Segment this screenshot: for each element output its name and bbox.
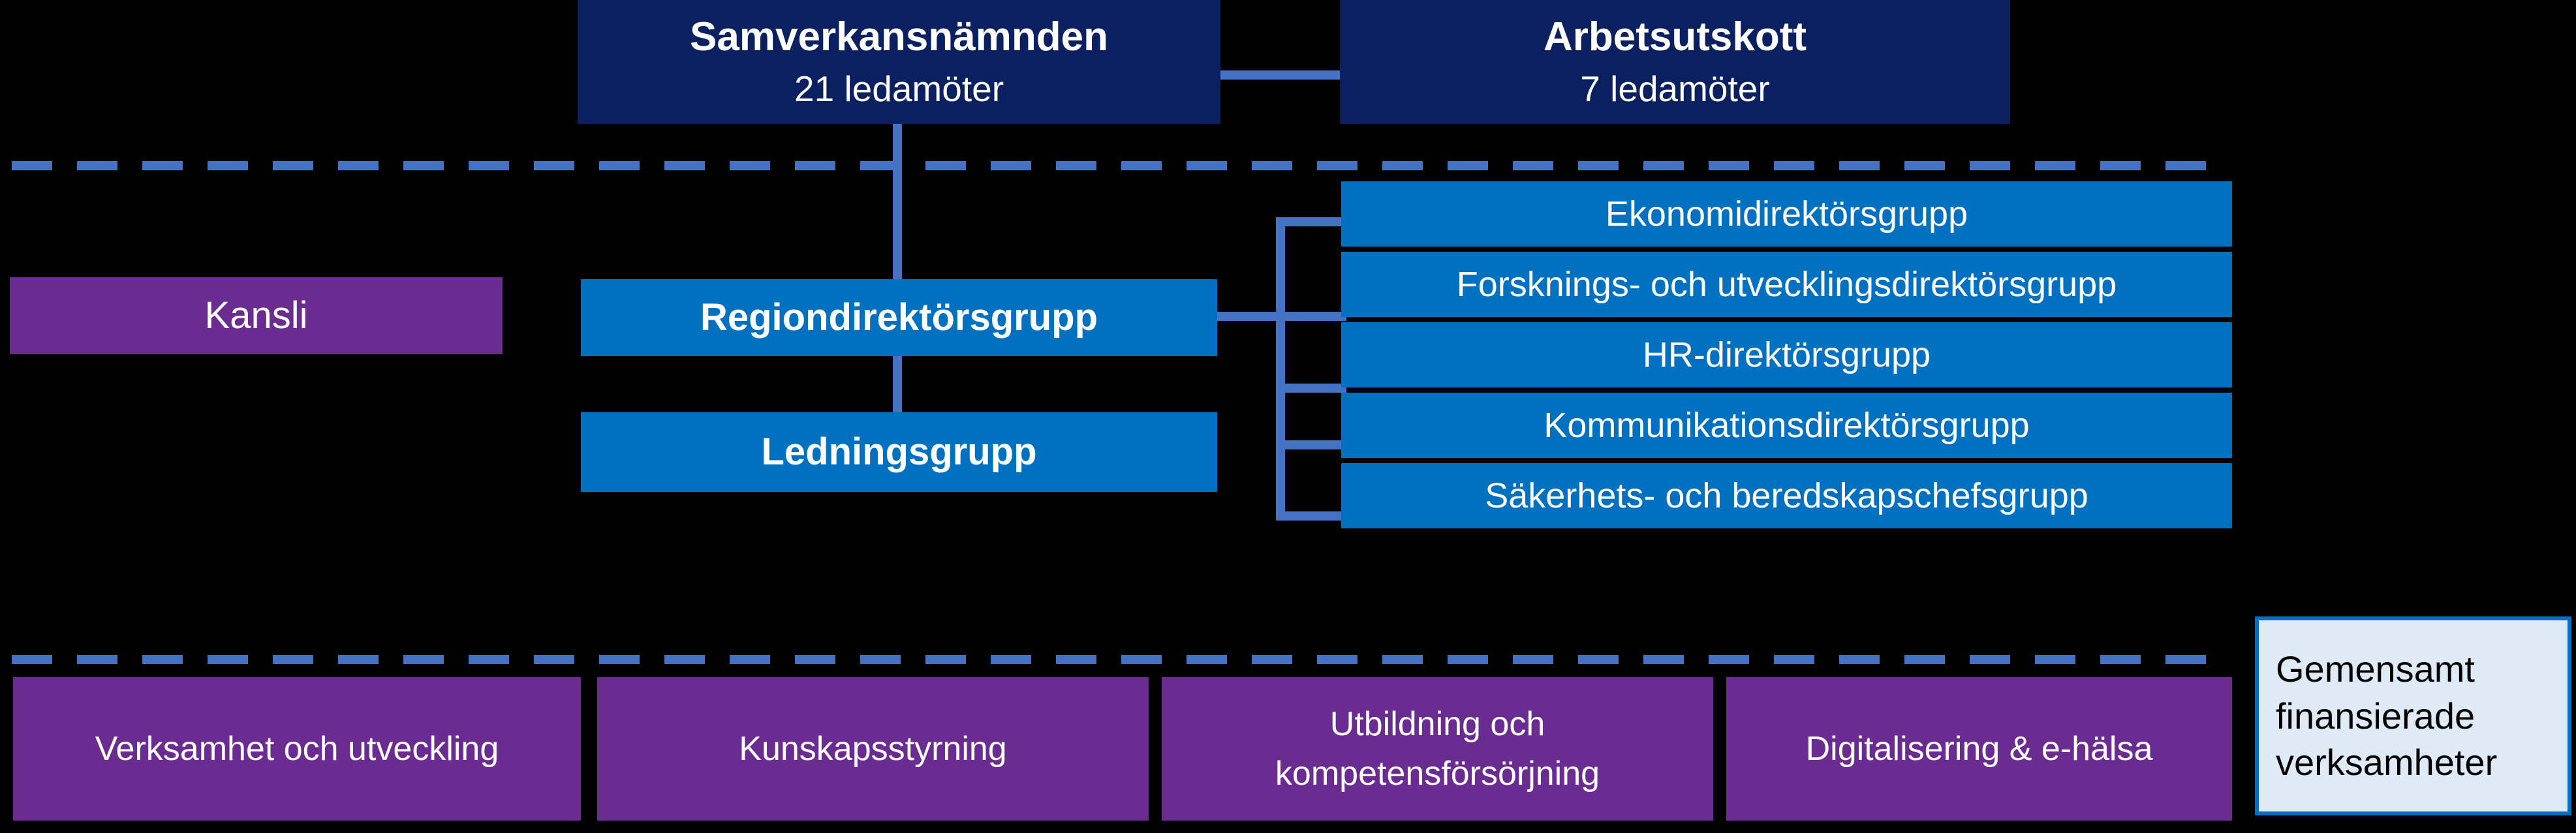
arbetsutskott-subtitle: 7 ledamöter [1580, 68, 1770, 109]
verksamhet-och-utveckling-label: Verksamhet och utveckling [95, 729, 499, 768]
connector-samverkan-to-arbetsutskott [1215, 70, 1344, 80]
utbildning-och-kompetensforsorjning-label-line1: Utbildning och [1329, 704, 1545, 743]
node-samverkansnamnden[interactable]: Samverkansnämnden 21 ledamöter [578, 0, 1220, 124]
connector-branch-sakerhet [1276, 511, 1346, 521]
sakerhets-och-beredskapschefsgrupp-label: Säkerhets- och beredskapschefsgrupp [1485, 476, 2088, 515]
connector-branch-ekonomi [1276, 217, 1346, 226]
node-arbetsutskott[interactable]: Arbetsutskott 7 ledamöter [1340, 0, 2010, 124]
node-kansli[interactable]: Kansli [10, 277, 503, 354]
connector-branch-forskning [1276, 312, 1346, 321]
samverkansnamnden-title: Samverkansnämnden [690, 14, 1108, 60]
regiondirektorsgrupp-label: Regiondirektörsgrupp [700, 295, 1098, 339]
node-verksamhet-och-utveckling[interactable]: Verksamhet och utveckling [13, 677, 581, 821]
dashed-separator-top [12, 161, 2231, 170]
node-hr-direktorsgrupp[interactable]: HR-direktörsgrupp [1341, 322, 2232, 387]
node-forsknings-och-utvecklingsdirektorsgrupp[interactable]: Forsknings- och utvecklingsdirektörsgrup… [1341, 252, 2232, 317]
utbildning-och-kompetensforsorjning-label-line2: kompetensförsörjning [1275, 755, 1600, 793]
kommunikationsdirektorsgrupp-label: Kommunikationsdirektörsgrupp [1544, 405, 2030, 445]
ledningsgrupp-label: Ledningsgrupp [761, 430, 1037, 473]
digitalisering-och-ehalsa-label: Digitalisering & e-hälsa [1805, 729, 2153, 768]
node-kommunikationsdirektorsgrupp[interactable]: Kommunikationsdirektörsgrupp [1341, 393, 2232, 458]
dashed-separator-bottom [12, 655, 2231, 664]
connector-samverkan-to-regiondirektor [893, 123, 902, 282]
arbetsutskott-title: Arbetsutskott [1543, 14, 1807, 60]
samverkansnamnden-subtitle: 21 ledamöter [794, 68, 1004, 109]
node-digitalisering-och-ehalsa[interactable]: Digitalisering & e-hälsa [1726, 677, 2232, 821]
connector-branch-hr [1276, 384, 1346, 393]
node-sakerhets-och-beredskapschefsgrupp[interactable]: Säkerhets- och beredskapschefsgrupp [1341, 463, 2232, 528]
gemensamt-line1: Gemensamt [2276, 648, 2475, 689]
node-kunskapsstyrning[interactable]: Kunskapsstyrning [597, 677, 1149, 821]
connector-regiondirektor-to-ledningsgrupp [893, 354, 902, 414]
hr-direktorsgrupp-label: HR-direktörsgrupp [1642, 335, 1931, 374]
node-regiondirektorsgrupp[interactable]: Regiondirektörsgrupp [581, 279, 1217, 356]
node-ekonomidirektorsgrupp[interactable]: Ekonomidirektörsgrupp [1341, 181, 2232, 247]
gemensamt-line2: finansierade [2276, 695, 2475, 736]
kunskapsstyrning-label: Kunskapsstyrning [739, 729, 1007, 768]
node-gemensamt-finansierade-verksamheter[interactable]: Gemensamt finansierade verksamheter [2255, 616, 2571, 815]
ekonomidirektorsgrupp-label: Ekonomidirektörsgrupp [1605, 194, 1968, 234]
node-utbildning-och-kompetensforsorjning[interactable]: Utbildning och kompetensförsörjning [1162, 677, 1713, 821]
connector-tree-trunk [1276, 217, 1285, 521]
kansli-label: Kansli [204, 294, 308, 337]
gemensamt-line3: verksamheter [2276, 742, 2498, 783]
forsknings-och-utvecklingsdirektorsgrupp-label: Forsknings- och utvecklingsdirektörsgrup… [1456, 264, 2117, 304]
connector-branch-kommunikation [1276, 440, 1346, 449]
node-ledningsgrupp[interactable]: Ledningsgrupp [581, 412, 1217, 492]
